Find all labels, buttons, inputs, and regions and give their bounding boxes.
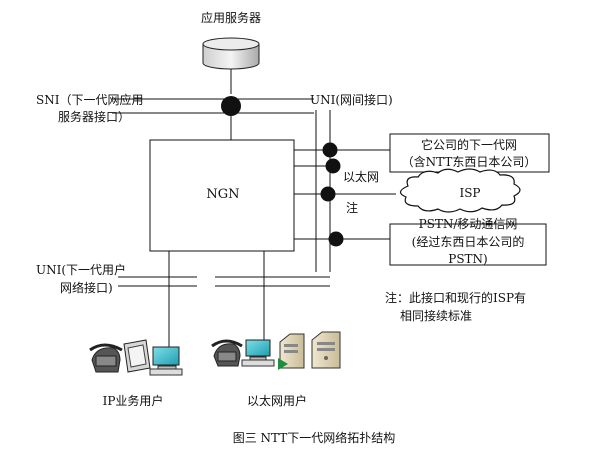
other-company-box (389, 133, 550, 173)
ngn-label: NGN (206, 187, 239, 202)
pstn-line3: PSTN) (448, 252, 487, 266)
ethernet-computer-icon (241, 339, 275, 367)
sni-interface-lines (112, 98, 314, 114)
other-company-node (322, 142, 338, 158)
ngn-user-links (168, 251, 265, 362)
ethernet-server-icon-2 (311, 331, 341, 369)
uni-network-label: UNI(网间接口) (310, 92, 393, 107)
sni-label-line1: SNI（下一代网应用 (36, 92, 143, 107)
ip-phone-icon (89, 343, 123, 373)
ethernet-label: 以太网 (343, 169, 379, 184)
pstn-box (389, 223, 547, 266)
other-company-line2: （含NTT东西日本公司） (402, 154, 537, 169)
pstn-line1: PSTN/移动通信网 (419, 217, 518, 231)
server-label: 应用服务器 (201, 10, 261, 25)
sni-interface-node (221, 96, 241, 116)
ethernet-node (325, 158, 341, 174)
uni-user-interface-lines (118, 276, 330, 287)
isp-node (320, 186, 336, 202)
isp-label: ISP (459, 186, 480, 200)
ethernet-users-label: 以太网用户 (247, 393, 307, 408)
ip-users-label: IP业务用户 (103, 393, 164, 408)
other-company-line1: 它公司的下一代网 (421, 137, 517, 152)
note-line1: 注：此接口和现行的ISP有 (385, 290, 526, 305)
application-server-icon (202, 37, 260, 70)
figure-caption: 图三 NTT下一代网络拓扑结构 (233, 430, 396, 445)
pstn-node (328, 231, 344, 247)
ip-computer-icon (149, 346, 183, 376)
ngn-right-links (294, 149, 396, 240)
ethernet-phone-icon (211, 339, 243, 367)
note-marker: 注 (346, 200, 358, 215)
uni-user-line2: 网络接口) (60, 280, 113, 295)
ngn-box (149, 139, 295, 252)
note-line2: 相同接续标准 (400, 308, 472, 323)
ip-monitor-icon (123, 339, 151, 373)
ethernet-server-icon (278, 333, 305, 370)
sni-label-line2: 服务器接口） (58, 109, 130, 124)
pstn-line2: (经过东西日本公司的 (412, 234, 525, 249)
isp-cloud (399, 168, 521, 213)
uni-user-line1: UNI(下一代用户 (36, 262, 126, 277)
